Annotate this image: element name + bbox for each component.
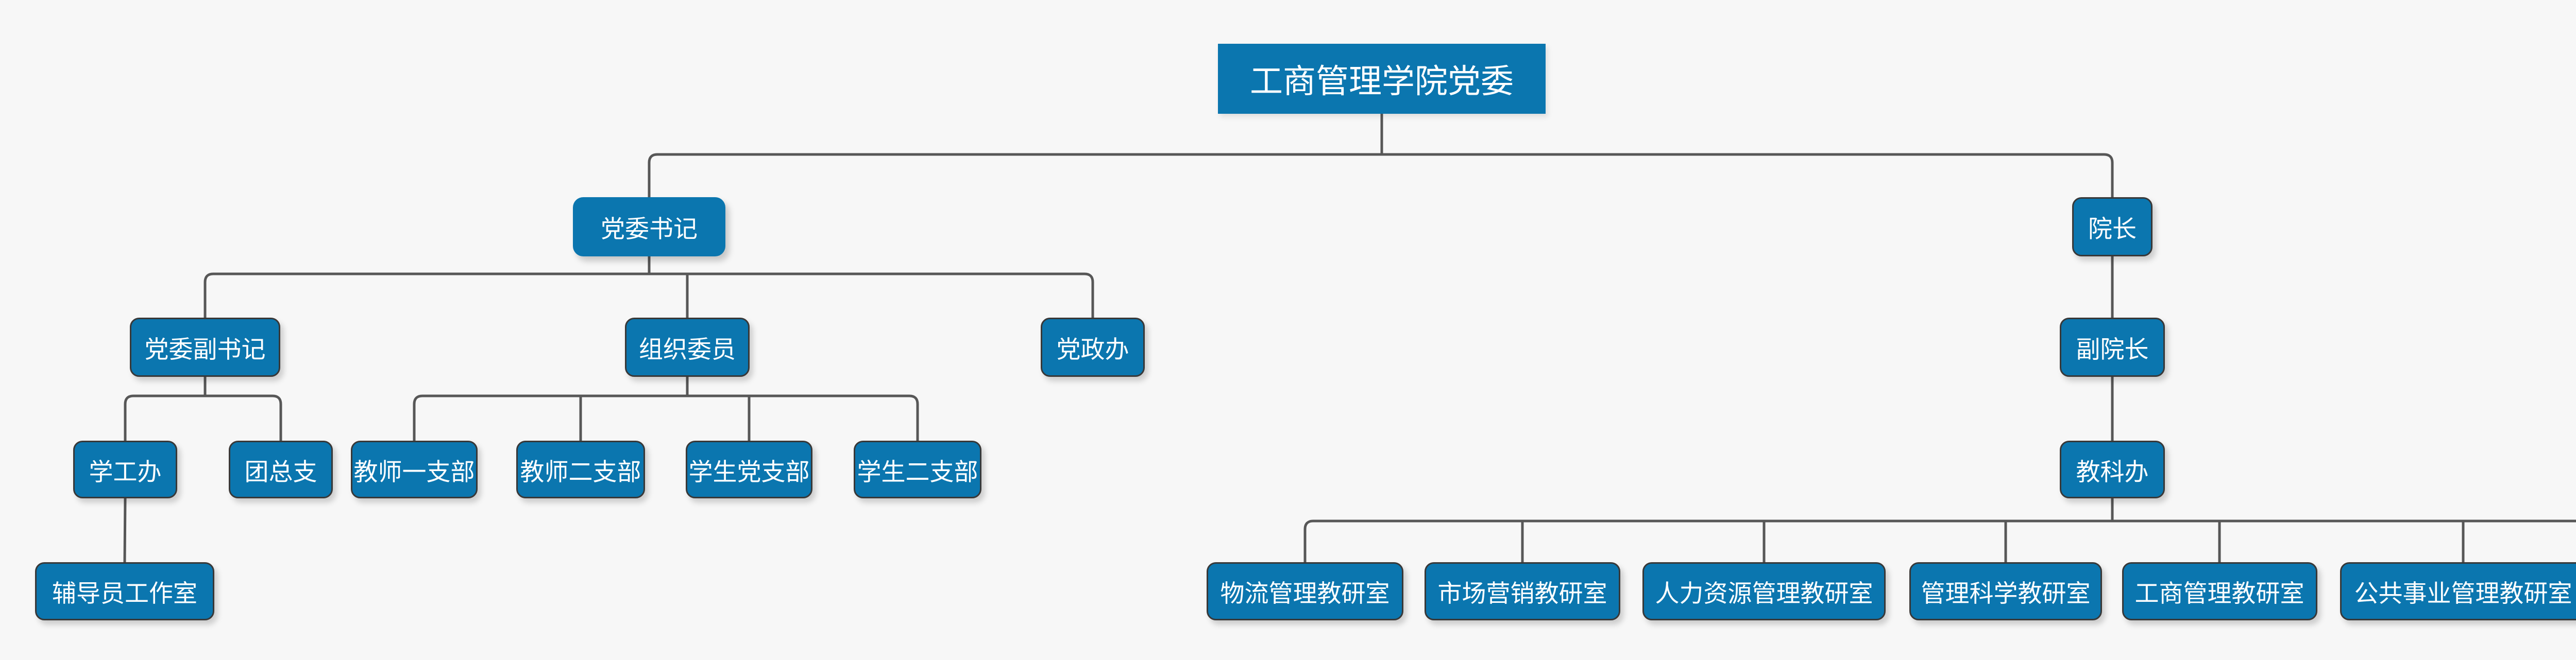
org-node-label: 党政办 xyxy=(1056,336,1129,363)
org-node-k3[interactable]: 人力资源管理教研室 xyxy=(1642,562,1886,620)
org-node-label: 辅导员工作室 xyxy=(52,580,197,607)
org-node-label: 教科办 xyxy=(2076,458,2149,485)
org-node-zuzhi[interactable]: 组织委员 xyxy=(625,318,750,377)
org-node-xs1[interactable]: 学生党支部 xyxy=(686,441,812,498)
org-node-fuyuan[interactable]: 副院长 xyxy=(2060,318,2165,377)
org-node-label: 公共事业管理教研室 xyxy=(2354,580,2572,607)
org-node-label: 学生党支部 xyxy=(688,458,810,485)
org-node-label: 团总支 xyxy=(244,458,317,485)
org-node-label: 教师一支部 xyxy=(353,458,475,485)
org-node-xuegong[interactable]: 学工办 xyxy=(73,441,177,498)
org-node-label: 副院长 xyxy=(2076,336,2149,363)
org-node-dangzheng[interactable]: 党政办 xyxy=(1041,318,1145,377)
org-node-k1[interactable]: 物流管理教研室 xyxy=(1207,562,1403,620)
org-node-label: 组织委员 xyxy=(639,336,736,363)
org-node-k5[interactable]: 工商管理教研室 xyxy=(2122,562,2317,620)
org-node-k4[interactable]: 管理科学教研室 xyxy=(1909,562,2102,620)
org-node-fudao[interactable]: 辅导员工作室 xyxy=(35,562,214,620)
org-node-label: 物流管理教研室 xyxy=(1220,580,1390,607)
org-node-label: 工商管理学院党委 xyxy=(1250,63,1514,100)
org-node-shuji[interactable]: 党委书记 xyxy=(573,197,725,256)
org-node-label: 党委副书记 xyxy=(144,336,266,363)
org-node-k2[interactable]: 市场营销教研室 xyxy=(1425,562,1620,620)
org-node-tuan[interactable]: 团总支 xyxy=(229,441,333,498)
org-node-jiaoke[interactable]: 教科办 xyxy=(2060,441,2165,498)
org-node-label: 党委书记 xyxy=(601,215,698,242)
org-node-fushuji[interactable]: 党委副书记 xyxy=(130,318,280,377)
org-node-label: 学工办 xyxy=(89,458,162,485)
org-node-label: 人力资源管理教研室 xyxy=(1655,580,1873,607)
org-node-label: 院长 xyxy=(2088,215,2137,242)
org-node-root[interactable]: 工商管理学院党委 xyxy=(1218,44,1546,114)
org-node-label: 管理科学教研室 xyxy=(1921,580,2091,607)
org-node-js2[interactable]: 教师二支部 xyxy=(516,441,645,498)
org-node-xs2[interactable]: 学生二支部 xyxy=(854,441,981,498)
org-node-k6[interactable]: 公共事业管理教研室 xyxy=(2340,562,2576,620)
org-node-yuanzhang[interactable]: 院长 xyxy=(2072,197,2153,256)
org-node-label: 教师二支部 xyxy=(520,458,641,485)
org-node-label: 工商管理教研室 xyxy=(2134,580,2304,607)
org-node-label: 市场营销教研室 xyxy=(1437,580,1607,607)
org-node-label: 学生二支部 xyxy=(857,458,978,485)
org-node-js1[interactable]: 教师一支部 xyxy=(351,441,478,498)
